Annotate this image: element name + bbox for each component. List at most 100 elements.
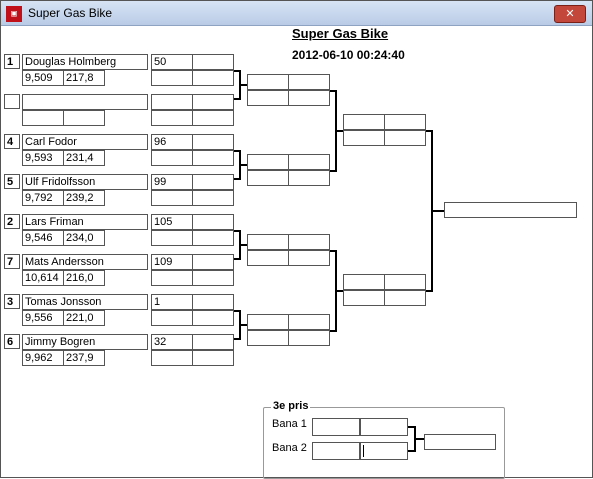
third-lane1-input-b[interactable] [360,418,408,436]
result-extra-field[interactable] [192,310,234,326]
score-field[interactable]: 99 [151,174,193,190]
reaction-time-field[interactable]: 9,792 [22,190,64,206]
result-field[interactable] [151,190,193,206]
semifinal-1-b[interactable] [384,114,426,130]
speed-field[interactable]: 216,0 [63,270,105,286]
score-extra-field[interactable] [192,214,234,230]
score-extra-field[interactable] [192,254,234,270]
quarterfinal-2-b[interactable] [288,154,330,170]
seed-number [4,94,20,109]
racer-name-field[interactable]: Ulf Fridolfsson [22,174,148,190]
racer-name-field[interactable]: Jimmy Bogren [22,334,148,350]
speed-field[interactable]: 234,0 [63,230,105,246]
score-field[interactable]: 50 [151,54,193,70]
speed-field[interactable]: 237,9 [63,350,105,366]
semifinal-2-c[interactable] [343,290,385,306]
seed-number: 6 [4,334,20,349]
page-title: Super Gas Bike [292,26,389,41]
semifinal-1-c[interactable] [343,130,385,146]
connector [335,290,343,292]
score-field[interactable]: 32 [151,334,193,350]
speed-field[interactable] [63,110,105,126]
third-place-winner-field[interactable] [424,434,496,450]
quarterfinal-4-d[interactable] [288,330,330,346]
score-extra-field[interactable] [192,134,234,150]
connector [431,210,444,212]
connector [330,250,336,252]
score-extra-field[interactable] [192,94,234,110]
final-winner-field[interactable] [444,202,577,218]
third-lane2-input-b[interactable] [360,442,408,460]
result-field[interactable] [151,270,193,286]
third-lane1-input-a[interactable] [312,418,360,436]
score-field[interactable]: 1 [151,294,193,310]
quarterfinal-1-c[interactable] [247,90,289,106]
result-extra-field[interactable] [192,230,234,246]
reaction-time-field[interactable]: 9,556 [22,310,64,326]
result-extra-field[interactable] [192,110,234,126]
result-extra-field[interactable] [192,190,234,206]
racer-name-field[interactable]: Carl Fodor [22,134,148,150]
close-button[interactable]: ✕ [554,5,586,23]
seed-number: 4 [4,134,20,149]
speed-field[interactable]: 239,2 [63,190,105,206]
reaction-time-field[interactable]: 9,509 [22,70,64,86]
reaction-time-field[interactable]: 10,614 [22,270,64,286]
speed-field[interactable]: 221,0 [63,310,105,326]
semifinal-1-d[interactable] [384,130,426,146]
quarterfinal-3-d[interactable] [288,250,330,266]
semifinal-2-b[interactable] [384,274,426,290]
quarterfinal-1-d[interactable] [288,90,330,106]
result-field[interactable] [151,310,193,326]
semifinal-1-a[interactable] [343,114,385,130]
third-place-label: 3e pris [271,400,311,412]
quarterfinal-3-c[interactable] [247,250,289,266]
racer-name-field[interactable] [22,94,148,110]
result-field[interactable] [151,230,193,246]
quarterfinal-4-c[interactable] [247,330,289,346]
app-icon[interactable]: ▣ [6,6,22,22]
speed-field[interactable]: 217,8 [63,70,105,86]
quarterfinal-2-a[interactable] [247,154,289,170]
quarterfinal-3-a[interactable] [247,234,289,250]
result-extra-field[interactable] [192,270,234,286]
quarterfinal-2-d[interactable] [288,170,330,186]
reaction-time-field[interactable]: 9,962 [22,350,64,366]
result-extra-field[interactable] [192,350,234,366]
result-field[interactable] [151,150,193,166]
result-extra-field[interactable] [192,70,234,86]
score-field[interactable]: 96 [151,134,193,150]
score-field[interactable]: 109 [151,254,193,270]
score-field[interactable] [151,94,193,110]
score-extra-field[interactable] [192,334,234,350]
quarterfinal-3-b[interactable] [288,234,330,250]
score-extra-field[interactable] [192,174,234,190]
reaction-time-field[interactable]: 9,546 [22,230,64,246]
quarterfinal-4-b[interactable] [288,314,330,330]
racer-name-field[interactable]: Lars Friman [22,214,148,230]
window-title: Super Gas Bike [28,6,113,20]
result-field[interactable] [151,350,193,366]
quarterfinal-1-b[interactable] [288,74,330,90]
reaction-time-field[interactable]: 9,593 [22,150,64,166]
result-field[interactable] [151,110,193,126]
racer-name-field[interactable]: Douglas Holmberg [22,54,148,70]
third-lane2-input-a[interactable] [312,442,360,460]
reaction-time-field[interactable] [22,110,64,126]
score-extra-field[interactable] [192,54,234,70]
quarterfinal-4-a[interactable] [247,314,289,330]
result-field[interactable] [151,70,193,86]
score-field[interactable]: 105 [151,214,193,230]
title-bar[interactable]: ▣ Super Gas Bike ✕ [1,1,592,26]
racer-name-field[interactable]: Tomas Jonsson [22,294,148,310]
connector [234,310,240,312]
result-extra-field[interactable] [192,150,234,166]
quarterfinal-1-a[interactable] [247,74,289,90]
racer-name-field[interactable]: Mats Andersson [22,254,148,270]
quarterfinal-2-c[interactable] [247,170,289,186]
semifinal-2-a[interactable] [343,274,385,290]
speed-field[interactable]: 231,4 [63,150,105,166]
lane-1-label: Bana 1 [272,418,307,430]
score-extra-field[interactable] [192,294,234,310]
semifinal-2-d[interactable] [384,290,426,306]
